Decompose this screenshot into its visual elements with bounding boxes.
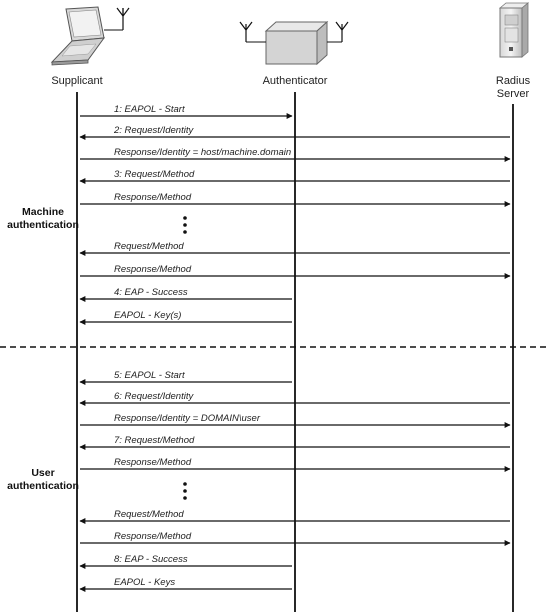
continuation-dots-user	[183, 482, 187, 500]
message-label: Response/Method	[114, 264, 192, 275]
server-tower-icon	[498, 2, 530, 58]
message-label: Response/Method	[114, 192, 192, 203]
user-section-label-2: authentication	[7, 480, 79, 492]
message-label: Response/Identity = host/machine.domain	[114, 147, 291, 158]
authenticator-label: Authenticator	[263, 75, 328, 87]
message-label: Request/Method	[114, 509, 184, 520]
laptop-icon	[50, 6, 130, 66]
machine-section-label-1: Machine	[22, 206, 64, 218]
message-label: 3: Request/Method	[114, 169, 195, 180]
message-label: EAPOL - Key(s)	[114, 310, 181, 321]
radius-label-line2: Server	[497, 88, 530, 100]
message-label: Response/Method	[114, 457, 192, 468]
message-label: 5: EAPOL - Start	[114, 370, 185, 381]
message-label: 6: Request/Identity	[114, 391, 194, 402]
message-label: 8: EAP - Success	[114, 554, 188, 565]
access-point-icon	[239, 20, 349, 66]
supplicant-label: Supplicant	[51, 75, 102, 87]
user-section-label-1: User	[31, 467, 54, 479]
radius-label-line1: Radius	[496, 75, 531, 87]
message-label: EAPOL - Keys	[114, 577, 175, 588]
message-arrows: 1: EAPOL - Start 2: Request/IdentityRespo…	[79, 104, 511, 592]
message-label: Request/Method	[114, 241, 184, 252]
message-label: 2: Request/Identity	[113, 125, 194, 136]
message-label: 1: EAPOL - Start	[114, 104, 185, 115]
message-label: Response/Identity = DOMAIN\user	[114, 413, 261, 424]
message-label: 4: EAP - Success	[114, 287, 188, 298]
message-label: 7: Request/Method	[114, 435, 195, 446]
machine-section-label-2: authentication	[7, 219, 79, 231]
continuation-dots-machine	[183, 216, 187, 234]
message-label: Response/Method	[114, 531, 192, 542]
